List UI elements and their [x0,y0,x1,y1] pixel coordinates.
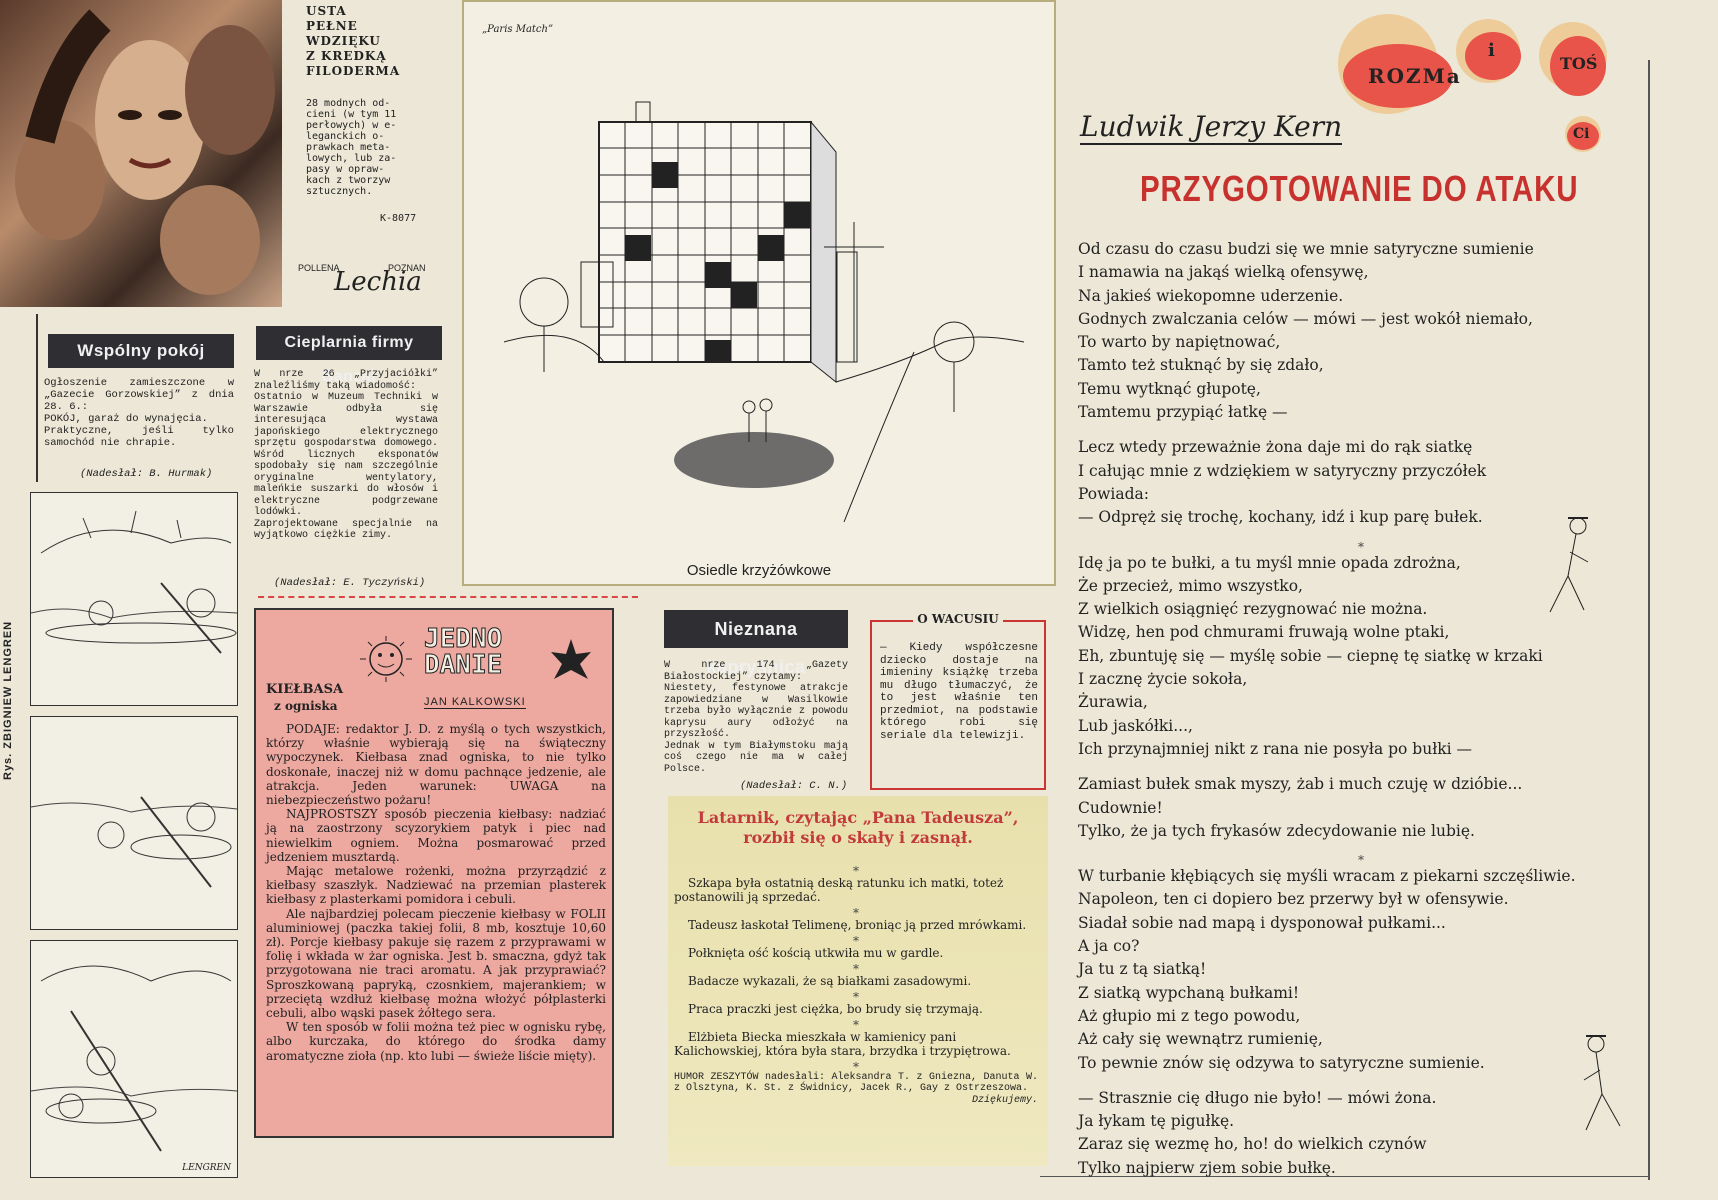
logo-word-1: ROZMa [1368,64,1462,88]
divider-star: * [853,934,859,948]
recipe-box: JEDNO DANIE JAN KALKOWSKI KIEŁBASA z ogn… [254,608,614,1138]
brand-logo: POLLENA Lechia POZNAN [298,255,430,301]
walking-man-drawing [1549,517,1589,613]
nieznana-credit: (Nadesłał: C. N.) [740,780,848,792]
sun-icon [360,636,412,682]
recipe-subtitle: z ogniska [274,699,338,713]
leaf-icon [551,639,591,679]
center-cartoon: „Paris Match” [462,0,1056,586]
faces-illustration [15,9,275,295]
wspolny-title: Wspólny pokój [48,334,234,368]
humor-box: Latarnik, czytając „Pana Tadeusza”, rozb… [668,796,1048,1166]
poem-stanza: W turbanie kłębiących się myśli wracam z… [1078,867,1576,1072]
recipe-paragraph: Mając metalowe rożenki, można przyrządzi… [266,864,606,907]
divider-star: * [853,1060,859,1074]
lipstick-ad-photo [0,0,282,307]
crossword-building-drawing [503,101,1025,523]
recipe-header-author: JAN KALKOWSKI [424,696,526,709]
recipe-paragraph: W ten sposób w folii można też piec w og… [266,1020,606,1063]
poem-stanza: Zamiast bułek smak myszy, żab i much czu… [1078,775,1523,840]
cieplarnia-text: W nrze 26 „Przyjaciółki” znaleźliśmy tak… [254,369,438,541]
recipe-header-title: JEDNO DANIE [424,624,503,680]
wacus-box: O WACUSIU — Kiedy współczesne dziecko do… [870,612,1046,790]
poem-stanza: Od czasu do czasu budzi się we mnie saty… [1078,240,1534,422]
recipe-paragraph: Ale najbardziej polecam pieczenie kiełba… [266,906,606,1021]
humor-item: Połknięta ość kością utkwiła mu w gardle… [688,946,944,960]
poem-stanza: Lecz wtedy przeważnie żona daje mi do rą… [1078,438,1487,527]
divider-star: * [853,1018,859,1032]
humor-item: Tadeusz łaskotał Telimenę, broniąc ją pr… [688,918,1027,932]
red-divider [258,596,638,598]
nieznana-text: W nrze 174 „Gazety Białostockiej” czytam… [664,660,848,775]
wacus-text: — Kiedy współczesne dziecko dostaje na i… [880,642,1038,742]
poem-stanza: Idę ja po te bułki, a tu myśl mnie opada… [1078,553,1543,758]
divider-star: * [853,962,859,976]
ad-body: 28 modnych od- cieni (w tym 11 perłowych… [306,98,397,197]
divider-star: * [853,906,859,920]
right-column-border [1648,60,1650,1180]
wacus-title: O WACUSIU [872,612,1044,626]
poem-author: Ludwik Jerzy Kern [1080,110,1343,145]
logo-word-2: i [1488,40,1495,61]
cartoon-panel-2 [30,716,238,930]
wspolny-border [36,314,38,482]
poem-body: Od czasu do czasu budzi się we mnie saty… [1078,238,1644,1180]
cartoon-panel-3: LENGREN [30,940,238,1178]
rozmaitosci-logo: ROZMa i TOŚ Ci [1328,6,1658,156]
divider-star: * [1358,853,1364,868]
cartoon-signature: LENGREN [182,1163,231,1173]
brand-left: POLLENA [298,263,340,273]
walking-man-drawing [1583,1035,1621,1131]
flowers-logo [1338,14,1607,152]
recipe-paragraph: NAJPROSTSZY sposób pieczenia kiełbasy: n… [266,807,606,864]
nieznana-title: Nieznana kapryśnica [664,610,848,677]
humor-list: * Szkapa była ostatnią deską ratunku ich… [674,864,1038,1108]
recipe-paragraph: PODAJE: redaktor J. D. z myślą o tych ws… [266,722,606,808]
humor-title: Latarnik, czytając „Pana Tadeusza”, rozb… [697,808,1019,847]
humor-thanks: Dziękujemy. [971,1095,1038,1106]
humor-item: Praca praczki jest ciężka, bo brudy się … [688,1002,983,1016]
humor-item: Szkapa była ostatnią deską ratunku ich m… [674,876,1004,904]
cartoon-caption: Osiedle krzyżówkowe [686,562,832,579]
canoe-drawing [30,796,238,888]
poem-title: PRZYGOTOWANIE DO ATAKU [1140,168,1579,209]
cartoon-panel-1 [30,492,238,706]
cieplarnia-credit: (Nadesłał: E. Tyczyński) [274,577,426,589]
poem-stanza: — Strasznie cię długo nie było! — mówi ż… [1078,1088,1437,1177]
ad-heading: USTA PEŁNE WDZIĘKU Z KREDKĄ FILODERMA [306,4,401,78]
logo-word-4: Ci [1573,126,1590,142]
recipe-body: PODAJE: redaktor J. D. z myślą o tych ws… [266,722,606,1063]
logo-word-3: TOŚ [1560,54,1598,73]
humor-item: Badacze wykazali, że są białkami zasadow… [688,974,972,988]
brand-right: POZNAN [388,263,426,273]
divider-star: * [853,864,859,878]
canoe-drawing [30,510,238,654]
humor-item: Elżbieta Biecka mieszkała w kamienicy pa… [674,1030,1011,1058]
brand-script: Lechia [334,267,422,297]
recipe-title: KIEŁBASA [266,682,344,697]
cieplarnia-title: Cieplarnia firmy Banzai [256,326,442,385]
ad-code: K-8077 [380,213,417,224]
divider-star: * [853,990,859,1004]
wspolny-text: Ogłoszenie zamieszczone w „Gazecie Gorzo… [44,377,234,449]
wspolny-credit: (Nadesłał: B. Hurmak) [80,468,213,480]
divider-star: * [1358,539,1364,554]
bottom-rule [1040,1176,1650,1177]
humor-credit: HUMOR ZESZYTÓW nadesłali: Aleksandra T. … [674,1072,1038,1094]
cartoon-credit: Rys. ZBIGNIEW LENGREN [2,620,14,780]
canoe-drawing [30,965,238,1152]
cartoon-source: „Paris Match” [482,24,554,35]
